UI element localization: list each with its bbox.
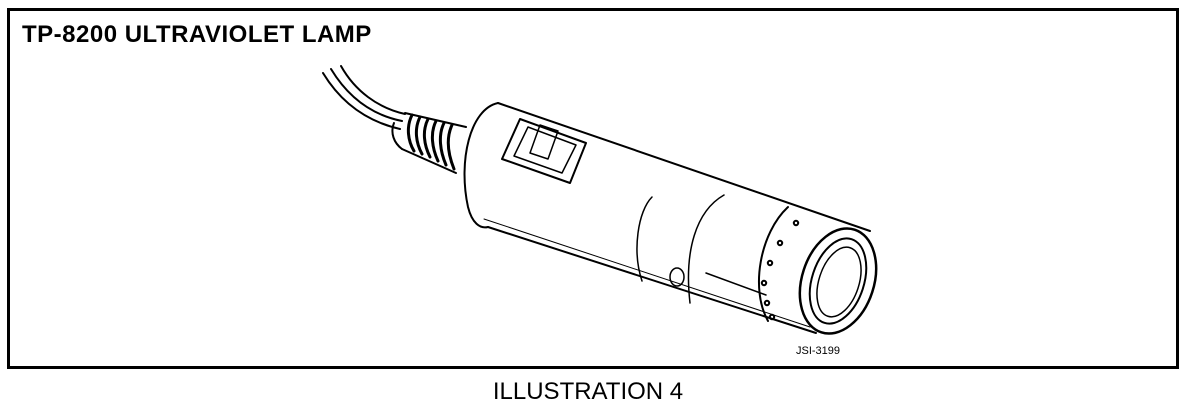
lens <box>798 227 878 335</box>
figure-title: TP-8200 ULTRAVIOLET LAMP <box>22 21 372 48</box>
lamp-body <box>463 102 871 334</box>
figure-caption: ILLUSTRATION 4 <box>0 378 1200 406</box>
lamp-illustration <box>322 65 878 335</box>
rocker-switch <box>501 118 587 184</box>
lens-head <box>757 206 800 322</box>
reference-code: JSI-3199 <box>796 345 841 357</box>
strain-relief <box>391 112 467 174</box>
power-cord <box>322 65 406 130</box>
caption-text: ILLUSTRATION 4 <box>492 378 684 405</box>
figure-frame: TP-8200 ULTRAVIOLET LAMP <box>7 8 1179 369</box>
